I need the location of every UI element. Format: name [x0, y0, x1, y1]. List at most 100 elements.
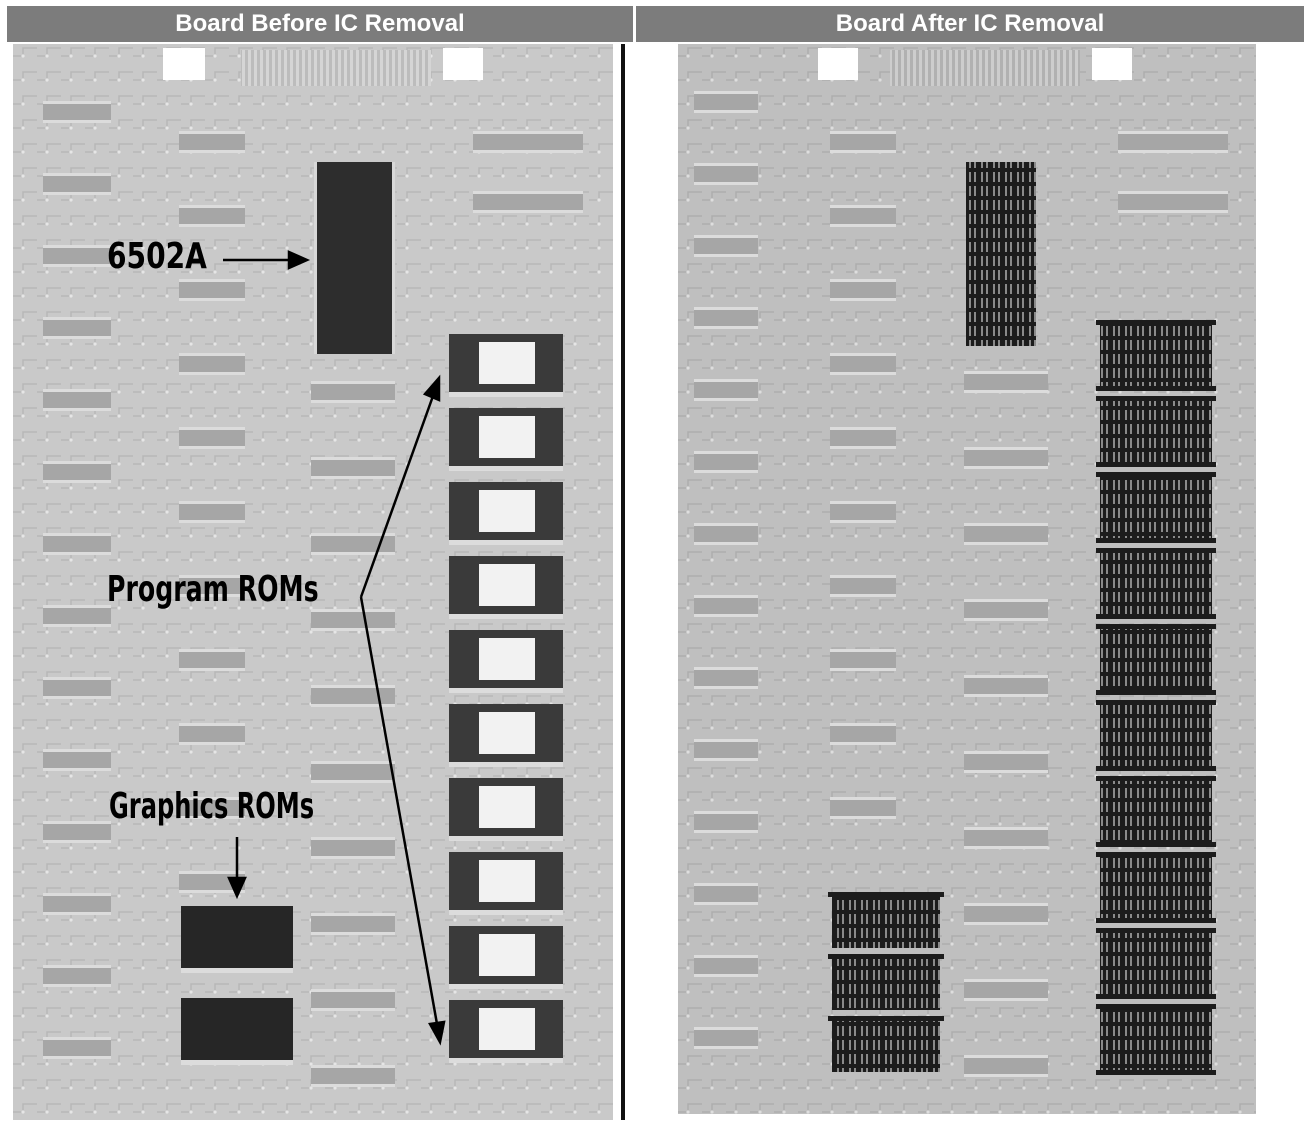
- logic-chip: [964, 754, 1048, 770]
- panel-title-after: Board After IC Removal: [636, 6, 1304, 42]
- program-rom-socket: [1100, 552, 1212, 614]
- logic-chip: [43, 248, 111, 264]
- logic-chip: [179, 134, 245, 150]
- graphics-rom-socket: [832, 1020, 940, 1072]
- graphics-rom-chip: [181, 998, 293, 1060]
- program-rom-socket: [1100, 628, 1212, 690]
- logic-chip: [830, 578, 896, 594]
- logic-chip: [179, 356, 245, 372]
- logic-chip: [43, 536, 111, 552]
- program-rom-socket: [1100, 856, 1212, 918]
- logic-chip: [694, 526, 758, 542]
- logic-chip: [311, 764, 395, 780]
- logic-chip: [43, 608, 111, 624]
- logic-chip: [43, 104, 111, 120]
- logic-chip: [694, 454, 758, 470]
- logic-chip: [1118, 194, 1228, 210]
- logic-chip: [694, 670, 758, 686]
- logic-chip: [311, 612, 395, 628]
- annotation-program-roms: Program ROMs: [107, 569, 319, 610]
- logic-chip: [311, 916, 395, 932]
- program-rom-socket: [1100, 476, 1212, 538]
- logic-chip: [311, 384, 395, 400]
- program-rom-socket: [1100, 704, 1212, 766]
- logic-chip: [43, 320, 111, 336]
- annotation-graphics-roms: Graphics ROMs: [109, 786, 315, 827]
- logic-chip: [311, 688, 395, 704]
- logic-chip: [694, 814, 758, 830]
- rom-label-sticker: [479, 1008, 535, 1050]
- logic-chip: [964, 678, 1048, 694]
- rom-label-sticker: [479, 860, 535, 902]
- logic-chip: [43, 752, 111, 768]
- board-before-image: [13, 44, 625, 1120]
- logic-chip: [830, 726, 896, 742]
- logic-chip: [43, 1040, 111, 1056]
- board-after-image: [678, 44, 1264, 1114]
- logic-chip: [694, 958, 758, 974]
- graphics-rom-chip: [181, 906, 293, 968]
- logic-chip: [694, 238, 758, 254]
- board-after-photo: [678, 44, 1264, 1114]
- logic-chip: [964, 1058, 1048, 1074]
- logic-chip: [694, 166, 758, 182]
- program-rom-socket: [1100, 780, 1212, 842]
- logic-chip: [830, 134, 896, 150]
- logic-chip: [43, 824, 111, 840]
- panel-title-before: Board Before IC Removal: [7, 6, 633, 42]
- logic-chip: [694, 1030, 758, 1046]
- panel-divider: [633, 6, 636, 1122]
- logic-chip: [964, 374, 1048, 390]
- graphics-rom-socket: [832, 958, 940, 1010]
- logic-chip: [964, 982, 1048, 998]
- program-rom-socket: [1100, 400, 1212, 462]
- logic-chip: [694, 886, 758, 902]
- rom-label-sticker: [479, 786, 535, 828]
- logic-chip: [830, 800, 896, 816]
- logic-chip: [43, 968, 111, 984]
- logic-chip: [311, 992, 395, 1008]
- logic-chip: [43, 176, 111, 192]
- logic-chip: [830, 504, 896, 520]
- logic-chip: [179, 504, 245, 520]
- logic-chip: [694, 742, 758, 758]
- logic-chip: [179, 208, 245, 224]
- rom-label-sticker: [479, 490, 535, 532]
- logic-chip: [964, 526, 1048, 542]
- graphics-rom-socket: [832, 896, 940, 948]
- logic-chip: [43, 392, 111, 408]
- rom-label-sticker: [479, 934, 535, 976]
- logic-chip: [43, 896, 111, 912]
- cpu-chip: [315, 162, 393, 354]
- logic-chip: [179, 652, 245, 668]
- logic-chip: [964, 906, 1048, 922]
- logic-chip: [311, 1068, 395, 1084]
- logic-chip: [179, 430, 245, 446]
- logic-chip: [694, 310, 758, 326]
- logic-chip: [964, 602, 1048, 618]
- logic-chip: [179, 282, 245, 298]
- rom-label-sticker: [479, 416, 535, 458]
- logic-chip: [43, 464, 111, 480]
- logic-chip: [179, 800, 245, 816]
- program-rom-socket: [1100, 1008, 1212, 1070]
- annotation-cpu: 6502A: [107, 236, 207, 277]
- logic-chip: [1118, 134, 1228, 150]
- logic-chip: [830, 356, 896, 372]
- logic-chip: [830, 282, 896, 298]
- board-before-photo: 6502A Program ROMs Graphics ROMs: [13, 44, 625, 1120]
- logic-chip: [830, 430, 896, 446]
- rom-label-sticker: [479, 342, 535, 384]
- program-rom-socket: [1100, 932, 1212, 994]
- cpu-socket: [966, 162, 1036, 346]
- rom-label-sticker: [479, 712, 535, 754]
- rom-label-sticker: [479, 638, 535, 680]
- logic-chip: [311, 840, 395, 856]
- logic-chip: [179, 726, 245, 742]
- logic-chip: [311, 460, 395, 476]
- rom-label-sticker: [479, 564, 535, 606]
- logic-chip: [473, 194, 583, 210]
- logic-chip: [830, 208, 896, 224]
- logic-chip: [473, 134, 583, 150]
